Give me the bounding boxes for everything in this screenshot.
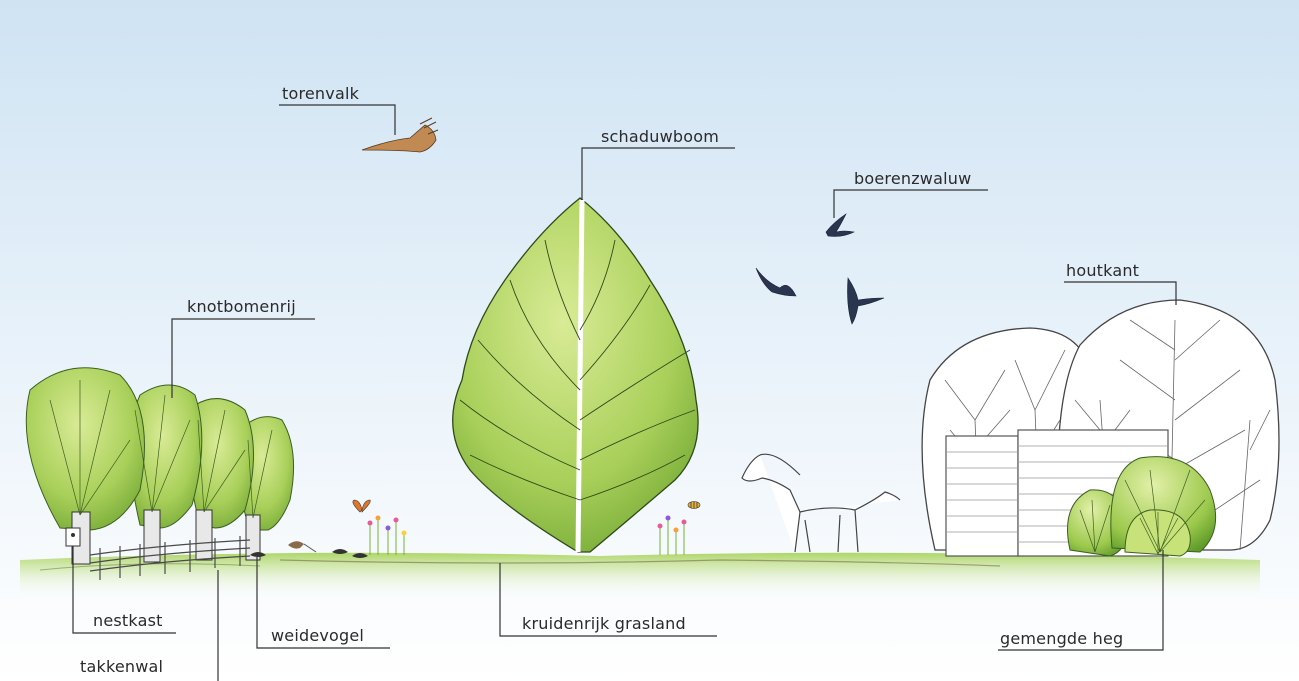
label-knotbomenrij: knotbomenrij	[187, 297, 296, 316]
label-schaduwboom: schaduwboom	[601, 127, 719, 146]
label-kruidenrijk-grasland: kruidenrijk grasland	[522, 614, 686, 633]
label-takkenwal: takkenwal	[80, 657, 163, 676]
label-gemengde-heg: gemengde heg	[1000, 629, 1123, 648]
label-houtkant: houtkant	[1066, 261, 1139, 280]
bee	[688, 502, 700, 509]
label-boerenzwaluw: boerenzwaluw	[854, 169, 971, 188]
nest-box	[66, 528, 80, 546]
label-torenvalk: torenvalk	[282, 84, 359, 103]
label-nestkast: nestkast	[93, 611, 163, 630]
label-weidevogel: weidevogel	[271, 626, 364, 645]
